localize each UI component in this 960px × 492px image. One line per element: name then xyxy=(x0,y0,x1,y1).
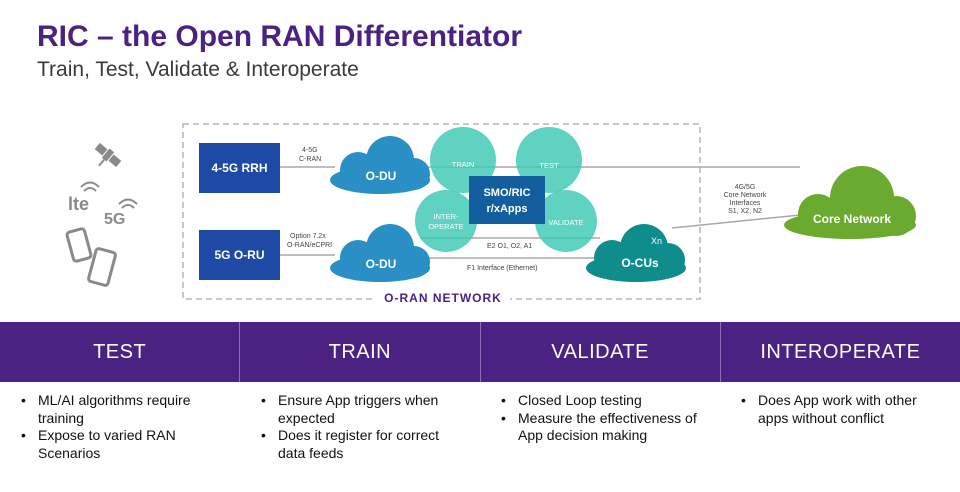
smo-ric-label-line1: SMO/RIC xyxy=(483,187,530,199)
rrh-box xyxy=(199,143,280,193)
oru-label: 5G O-RU xyxy=(214,248,264,262)
list-item: Measure the effectiveness of App decisio… xyxy=(501,410,706,445)
train-column: Ensure App triggers when expected Does i… xyxy=(240,390,480,462)
list-item: Ensure App triggers when expected xyxy=(261,392,466,427)
rrh-label: 4-5G RRH xyxy=(211,161,267,175)
satellite-icon xyxy=(94,142,122,168)
core-if-label-line4: S1, X2, N2 xyxy=(728,208,762,215)
list-item: Closed Loop testing xyxy=(501,392,706,410)
option-label-line2: O-RAN/eCPRI xyxy=(287,242,332,249)
cran-label-line1: 4-5G xyxy=(302,147,318,154)
list-item: ML/AI algorithms require training xyxy=(21,392,226,427)
test-column: ML/AI algorithms require training Expose… xyxy=(0,390,240,462)
bullet-columns: ML/AI algorithms require training Expose… xyxy=(0,390,960,462)
list-item: Expose to varied RAN Scenarios xyxy=(21,427,226,462)
band-test: TEST xyxy=(0,322,241,382)
lte-icon: lte xyxy=(68,194,89,214)
band-validate: VALIDATE xyxy=(481,322,721,382)
page-subtitle: Train, Test, Validate & Interoperate xyxy=(37,58,359,81)
oran-diagram: lte 5G 4-5G RRH 5G O-RU 4-5G C-RAN Optio… xyxy=(65,123,916,305)
core-if-label-line3: Interfaces xyxy=(730,200,761,207)
odu-top-label: O-DU xyxy=(366,169,397,183)
f1-interface-label: F1 Interface (Ethernet) xyxy=(467,265,537,272)
validate-circle xyxy=(535,190,597,252)
interoperate-column: Does App work with other apps without co… xyxy=(720,390,960,462)
5g-icon: 5G xyxy=(104,211,125,228)
connector-ocu-core xyxy=(671,214,801,229)
core-if-label-line1: 4G/5G xyxy=(735,184,756,191)
oran-network-label: O-RAN NETWORK xyxy=(384,291,502,305)
smo-ric-label-line2: r/xApps xyxy=(487,203,528,215)
interoperate-circle xyxy=(415,190,477,252)
band-interoperate: INTEROPERATE xyxy=(760,340,921,363)
oru-box xyxy=(199,230,280,280)
category-band: TEST TRAIN VALIDATE INTEROPERATE xyxy=(0,322,960,382)
list-item: Does it register for correct data feeds xyxy=(261,427,466,462)
smo-ric-box xyxy=(469,176,545,224)
odu-bottom-label: O-DU xyxy=(366,257,397,271)
xn-label: Xn xyxy=(651,236,662,246)
core-if-label-line2: Core Network xyxy=(724,192,767,199)
test-circle-label: TEST xyxy=(539,161,559,170)
oran-network-label-bg xyxy=(376,289,510,305)
odu-top-cloud xyxy=(330,136,430,194)
5g-signal-icon xyxy=(118,198,138,209)
validate-column: Closed Loop testing Measure the effectiv… xyxy=(480,390,720,462)
interoperate-label-line1: INTER- xyxy=(434,212,460,221)
odu-bottom-cloud xyxy=(330,224,430,282)
validate-circle-label: VALIDATE xyxy=(548,218,583,227)
interoperate-label-line2: OPERATE xyxy=(428,222,463,231)
e2-interface-label: E2 O1, O2, A1 xyxy=(487,243,532,250)
phone-icon xyxy=(65,227,117,287)
band-train: TRAIN xyxy=(240,322,481,382)
ocus-cloud xyxy=(586,224,686,282)
lte-signal-icon xyxy=(80,181,100,192)
ocus-label: O-CUs xyxy=(621,256,659,270)
train-circle-label: TRAIN xyxy=(452,160,475,169)
page-title: RIC – the Open RAN Differentiator xyxy=(37,20,523,53)
list-item: Does App work with other apps without co… xyxy=(741,392,946,427)
cran-label-line2: C-RAN xyxy=(299,156,321,163)
option-label-line1: Option 7.2x xyxy=(290,233,326,240)
core-network-cloud xyxy=(784,166,916,239)
core-network-label: Core Network xyxy=(813,212,891,226)
